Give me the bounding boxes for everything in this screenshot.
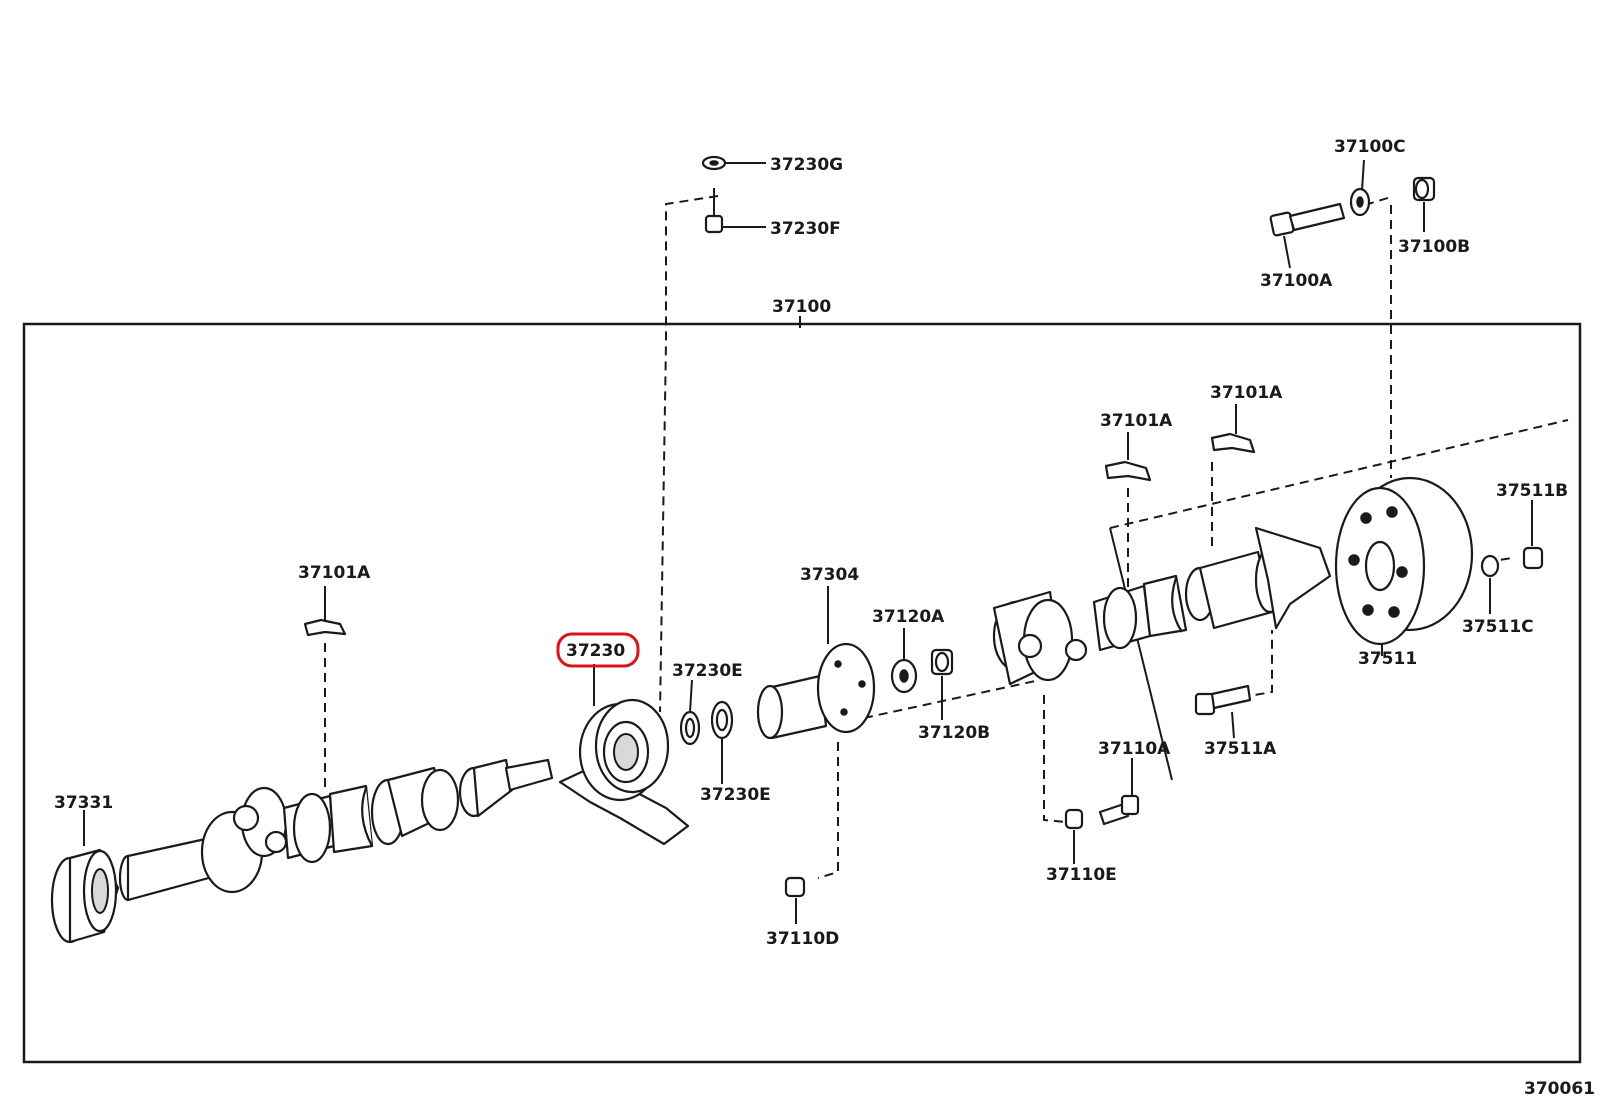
assembly-frame-37100: [22, 322, 1582, 1064]
nut-37110E[interactable]: [1064, 808, 1084, 830]
center-support-bearing-37230[interactable]: [558, 698, 690, 846]
label-37511: 37511: [1358, 649, 1417, 669]
front-propeller-shaft[interactable]: [118, 758, 554, 902]
nut-37511B[interactable]: [1522, 546, 1544, 570]
label-37101A-left: 37101A: [298, 563, 371, 583]
leader-lines: [83, 159, 1533, 924]
balance-weight-37101A-left[interactable]: [303, 618, 347, 637]
washer-37120A[interactable]: [890, 658, 918, 694]
balance-weight-37101A-right[interactable]: [1210, 432, 1256, 454]
label-37120A: 37120A: [872, 607, 945, 627]
bearing-37331[interactable]: [50, 848, 120, 944]
label-37230F: 37230F: [770, 219, 841, 239]
label-37511B: 37511B: [1496, 481, 1568, 501]
flange-37304[interactable]: [756, 642, 876, 740]
label-37331: 37331: [54, 793, 113, 813]
washer-37230G[interactable]: [701, 155, 727, 171]
label-37110E: 37110E: [1046, 865, 1117, 885]
label-37100C: 37100C: [1334, 137, 1406, 157]
label-37230E-bottom: 37230E: [700, 785, 771, 805]
label-37511C: 37511C: [1462, 617, 1534, 637]
label-37511A: 37511A: [1204, 739, 1277, 759]
bolt-37511A[interactable]: [1194, 684, 1252, 716]
label-37230: 37230: [566, 641, 625, 661]
label-37100: 37100: [772, 297, 831, 317]
washer-37100C[interactable]: [1349, 187, 1371, 217]
label-37230G: 37230G: [770, 155, 843, 175]
washer-37230E-b[interactable]: [710, 700, 734, 740]
label-37100A: 37100A: [1260, 271, 1333, 291]
label-37101A-mid: 37101A: [1100, 411, 1173, 431]
highlight-oval-37230: [556, 632, 640, 668]
washer-37230E-a[interactable]: [679, 710, 701, 746]
label-37230E-top: 37230E: [672, 661, 743, 681]
rear-propeller-shaft[interactable]: [992, 526, 1332, 686]
balance-weight-37101A-mid[interactable]: [1104, 460, 1152, 482]
bolt-37100A[interactable]: [1269, 202, 1346, 237]
label-37110D: 37110D: [766, 929, 839, 949]
nut-37100B[interactable]: [1412, 176, 1436, 202]
label-37120B: 37120B: [918, 723, 990, 743]
bolt-37110A[interactable]: [1098, 794, 1140, 826]
label-37110A: 37110A: [1098, 739, 1171, 759]
nut-37120B[interactable]: [930, 648, 954, 676]
diagram-id: 370061: [1524, 1079, 1595, 1099]
label-37101A-right: 37101A: [1210, 383, 1283, 403]
washer-37511C[interactable]: [1480, 554, 1500, 578]
nut-37110D[interactable]: [784, 876, 806, 898]
bolt-37230F[interactable]: [704, 188, 724, 234]
label-37304: 37304: [800, 565, 859, 585]
label-37100B: 37100B: [1398, 237, 1470, 257]
alignment-lines: [324, 195, 1569, 879]
flexible-coupling-37511[interactable]: [1334, 476, 1474, 646]
